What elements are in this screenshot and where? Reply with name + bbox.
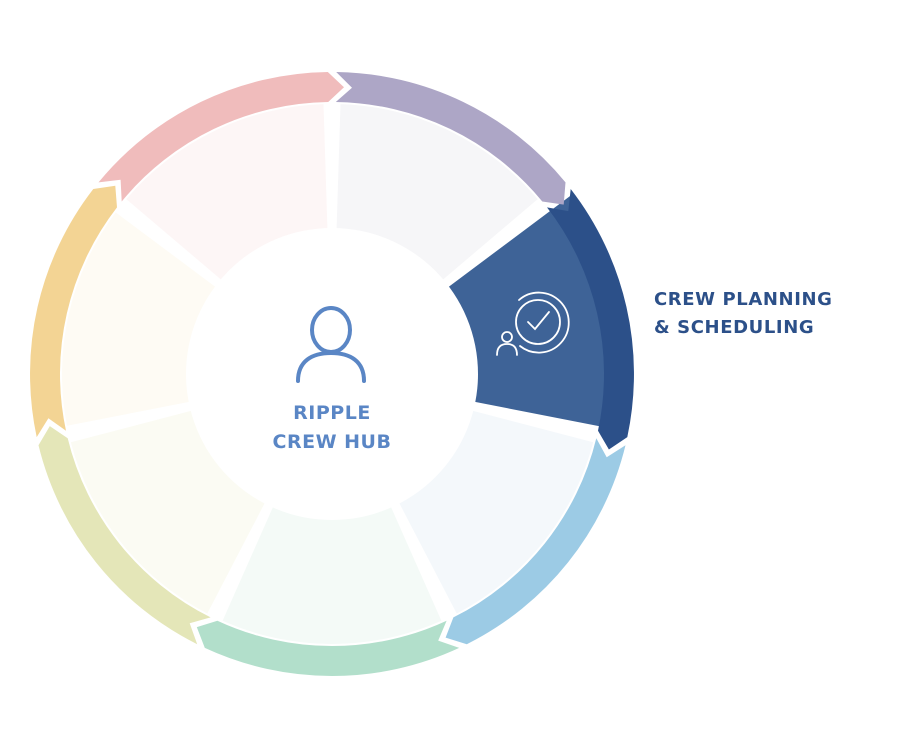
hub-circle — [186, 228, 478, 520]
hub-title-line-2: CREW HUB — [272, 431, 392, 453]
segment-label-line-1[interactable]: CREW PLANNING — [654, 289, 833, 310]
segment-4-arrow[interactable] — [196, 620, 460, 676]
segment-6-arrow[interactable] — [30, 185, 118, 438]
segment-1-arrow[interactable] — [335, 72, 566, 205]
segment-label-line-2[interactable]: & SCHEDULING — [654, 317, 815, 338]
segment-5-arrow[interactable] — [38, 426, 211, 645]
segment-2-arrow[interactable] — [547, 189, 634, 450]
hub-title-line-1: RIPPLE — [293, 402, 371, 424]
clock-person-icon — [496, 291, 570, 356]
segment-7-arrow[interactable] — [98, 72, 345, 202]
person-outline-icon — [296, 306, 366, 383]
segment-4-sector[interactable] — [222, 492, 442, 644]
segment-3-arrow[interactable] — [445, 438, 626, 645]
outer-arrows — [30, 72, 634, 676]
